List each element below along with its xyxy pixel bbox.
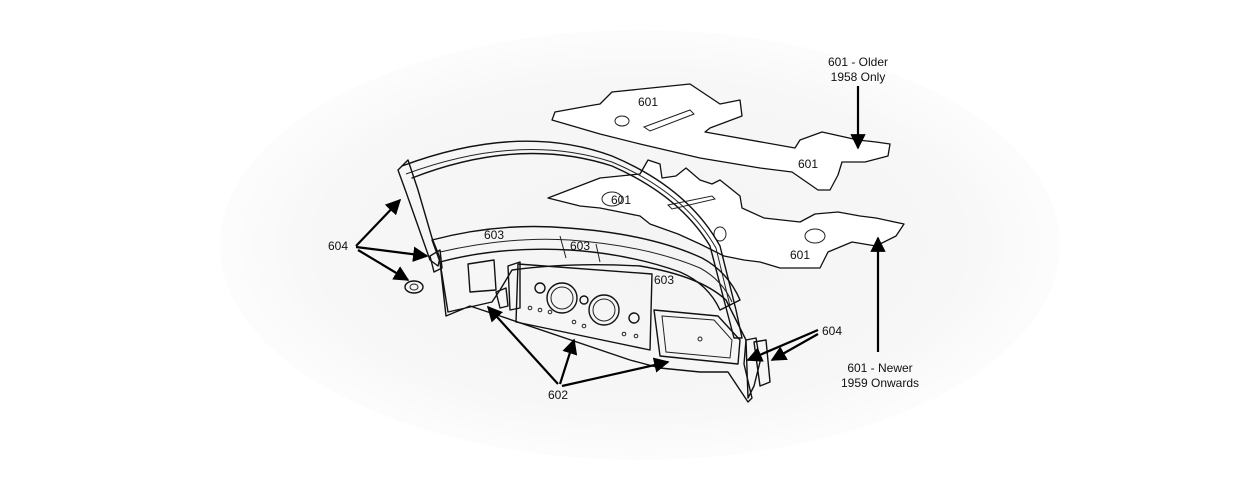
callout-arrows (355, 86, 886, 388)
label-601-older-line2: 1958 Only (831, 70, 886, 84)
label-601-upper-left: 601 (638, 95, 658, 109)
panel-601-older (551, 83, 891, 191)
panel-601-newer (547, 159, 905, 269)
label-601-upper-right: 601 (798, 157, 818, 171)
label-603-left: 603 (484, 228, 504, 242)
label-601-newer-line2: 1959 Onwards (841, 376, 919, 390)
label-601-lower-left: 601 (611, 193, 631, 207)
label-603-center: 603 (570, 239, 590, 253)
label-603-right: 603 (654, 273, 674, 287)
label-601-older-line1: 601 - Older (828, 55, 888, 69)
label-601-lower-right: 601 (790, 248, 810, 262)
background-haze (220, 30, 1060, 460)
label-604-right: 604 (822, 324, 842, 338)
label-601-newer-line1: 601 - Newer (847, 361, 912, 375)
dashboard-frame (397, 140, 771, 403)
label-602: 602 (548, 388, 568, 402)
label-604-left: 604 (328, 239, 348, 253)
labels: 601 - Older 1958 Only 601 601 601 601 60… (328, 55, 919, 402)
